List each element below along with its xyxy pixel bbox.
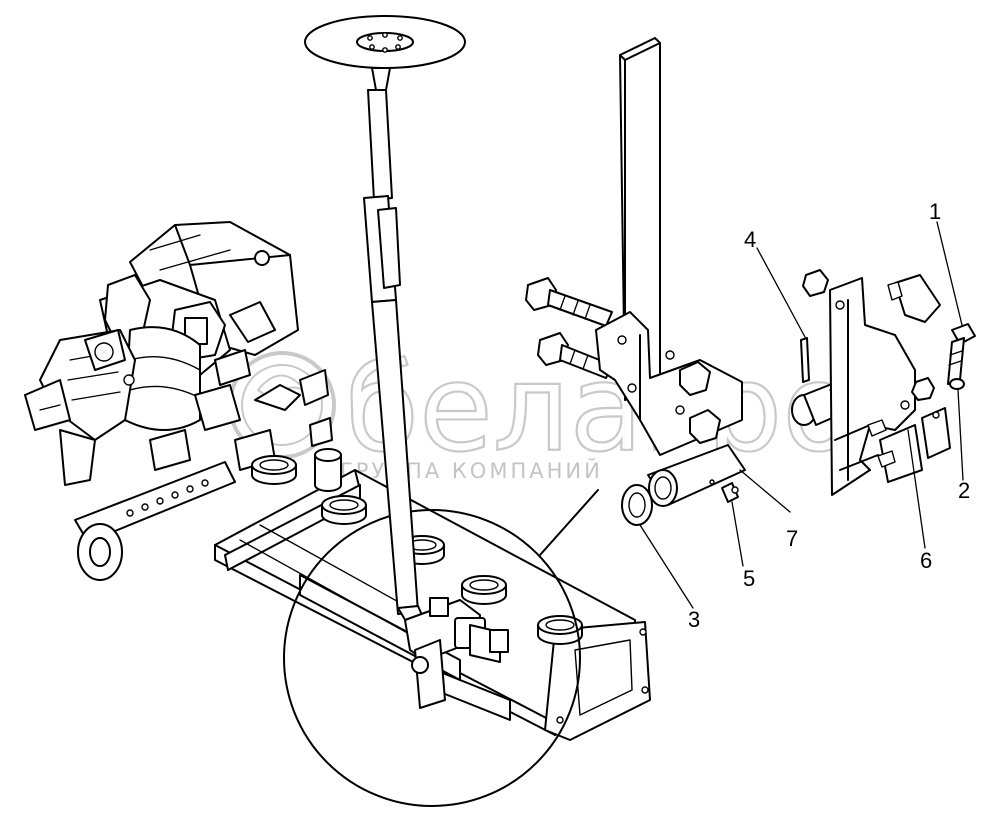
callout-4: 4	[744, 227, 756, 252]
support-bracket	[829, 277, 916, 496]
callout-3: 3	[688, 607, 700, 632]
lock-washer	[949, 378, 965, 390]
washer	[621, 484, 653, 526]
bolt-upper	[525, 277, 613, 327]
roll-pin	[800, 337, 810, 383]
callout-5: 5	[743, 566, 755, 591]
steering-column	[304, 15, 509, 709]
engine-gearbox-assembly	[24, 221, 333, 486]
bolt-small	[947, 323, 976, 385]
detail-view-circle	[283, 489, 599, 807]
grease-fitting	[721, 482, 739, 503]
clamp-block	[921, 407, 951, 459]
leader-lines	[639, 221, 964, 609]
callout-1: 1	[929, 199, 941, 224]
frame-cups	[251, 448, 583, 645]
callout-6: 6	[920, 548, 932, 573]
callouts: 1 2 3 4 5 6 7	[688, 199, 970, 632]
rubber-bumper	[887, 274, 941, 323]
callout-2: 2	[958, 478, 970, 503]
drawbar	[74, 461, 236, 581]
lever-assembly-exploded	[525, 37, 976, 526]
callout-7: 7	[786, 526, 798, 551]
watermark-tagline: ГРУППА КОМПАНИЙ	[340, 458, 603, 483]
